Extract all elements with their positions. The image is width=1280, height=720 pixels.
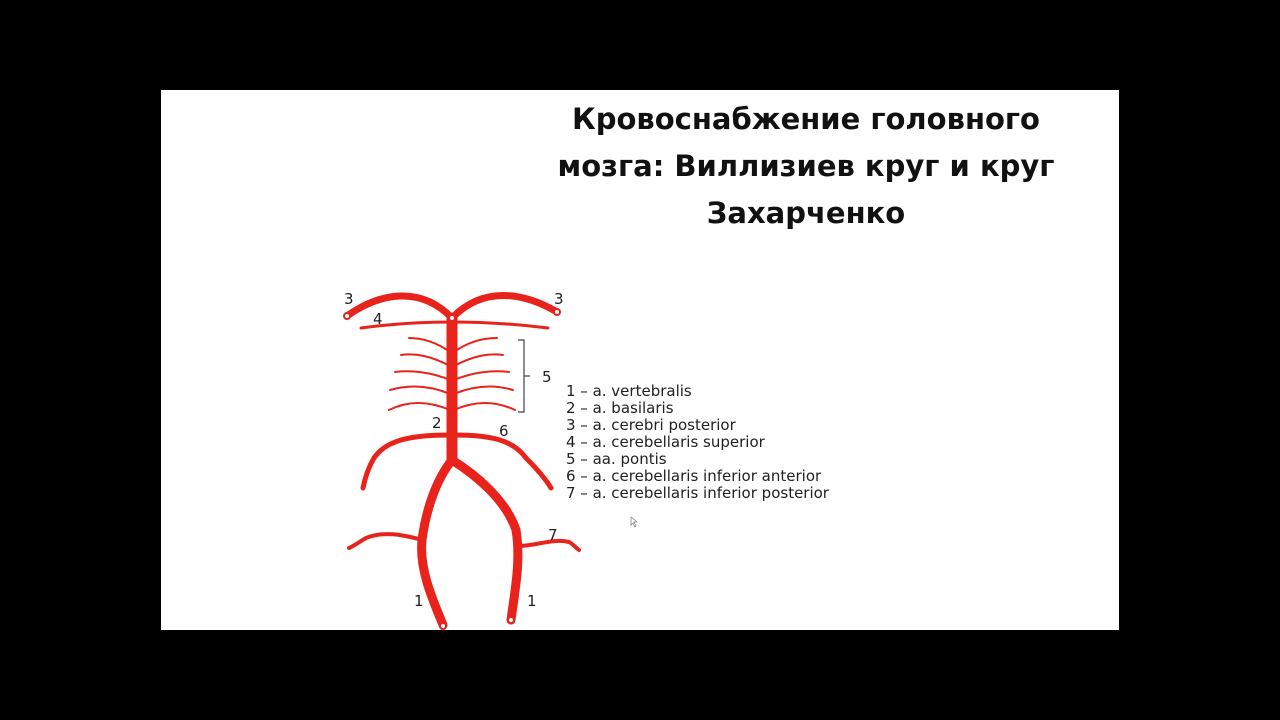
anterior-inferior-cerebellar-right [451, 432, 554, 491]
mouse-cursor-icon [630, 516, 639, 528]
pontine-artery-l4 [389, 385, 451, 395]
label-6: 6 [499, 422, 509, 440]
label-1-left: 1 [414, 592, 424, 610]
basilar-tip [448, 314, 456, 322]
artery-diagram: 3 3 4 5 2 6 7 1 1 [343, 290, 581, 630]
pontine-artery-l2 [400, 353, 451, 367]
label-7: 7 [548, 526, 558, 544]
posterior-cerebral-left-end [343, 312, 351, 320]
posterior-cerebral-right-end [553, 308, 561, 316]
label-1-right: 1 [527, 592, 537, 610]
title-line-1: Кровоснабжение головного [572, 102, 1040, 136]
slide-title: Кровоснабжение головного мозга: Виллизие… [501, 96, 1111, 237]
slide: Кровоснабжение головного мозга: Виллизие… [161, 90, 1119, 630]
label-3-right: 3 [554, 290, 564, 308]
vessels [343, 292, 581, 630]
pontine-artery-l3 [394, 370, 451, 381]
legend-item-7: 7 – a. cerebellaris inferior posterior [566, 484, 829, 502]
label-2: 2 [432, 414, 442, 432]
legend-item-2: 2 – a. basilaris [566, 399, 674, 417]
vertebral-left-end [439, 622, 447, 630]
vertebral-artery-left [417, 455, 457, 630]
pontine-artery-r3 [453, 370, 510, 381]
legend-item-3: 3 – a. cerebri posterior [566, 416, 736, 434]
pontine-artery-l5 [388, 401, 451, 411]
title-line-2: мозга: Виллизиев круг и круг [557, 149, 1055, 183]
vertebral-right-end [507, 616, 515, 624]
label-5: 5 [542, 368, 552, 386]
pontine-brace [518, 339, 530, 413]
pontine-artery-l1 [408, 337, 451, 353]
legend-item-4: 4 – a. cerebellaris superior [566, 433, 765, 451]
pontine-artery-r5 [453, 401, 516, 411]
legend-item-5: 5 – aa. pontis [566, 450, 667, 468]
posterior-inferior-cerebellar-left [347, 532, 425, 550]
title-line-3: Захарченко [706, 196, 906, 230]
legend-item-6: 6 – a. cerebellaris inferior anterior [566, 467, 822, 485]
label-4: 4 [373, 310, 383, 328]
pontine-artery-r1 [453, 337, 498, 353]
superior-cerebellar-right [449, 320, 550, 330]
legend: 1 – a. vertebralis 2 – a. basilaris 3 – … [566, 383, 829, 502]
posterior-cerebral-right [448, 292, 561, 322]
pontine-artery-r2 [453, 353, 504, 367]
vertebral-artery-right [447, 455, 523, 625]
legend-item-1: 1 – a. vertebralis [566, 382, 692, 400]
pontine-artery-r4 [453, 385, 514, 395]
posterior-inferior-cerebellar-right [516, 538, 581, 552]
anterior-inferior-cerebellar-left [360, 432, 453, 491]
label-3-left: 3 [344, 290, 354, 308]
superior-cerebellar-left [359, 320, 453, 330]
posterior-cerebral-left [343, 292, 456, 322]
